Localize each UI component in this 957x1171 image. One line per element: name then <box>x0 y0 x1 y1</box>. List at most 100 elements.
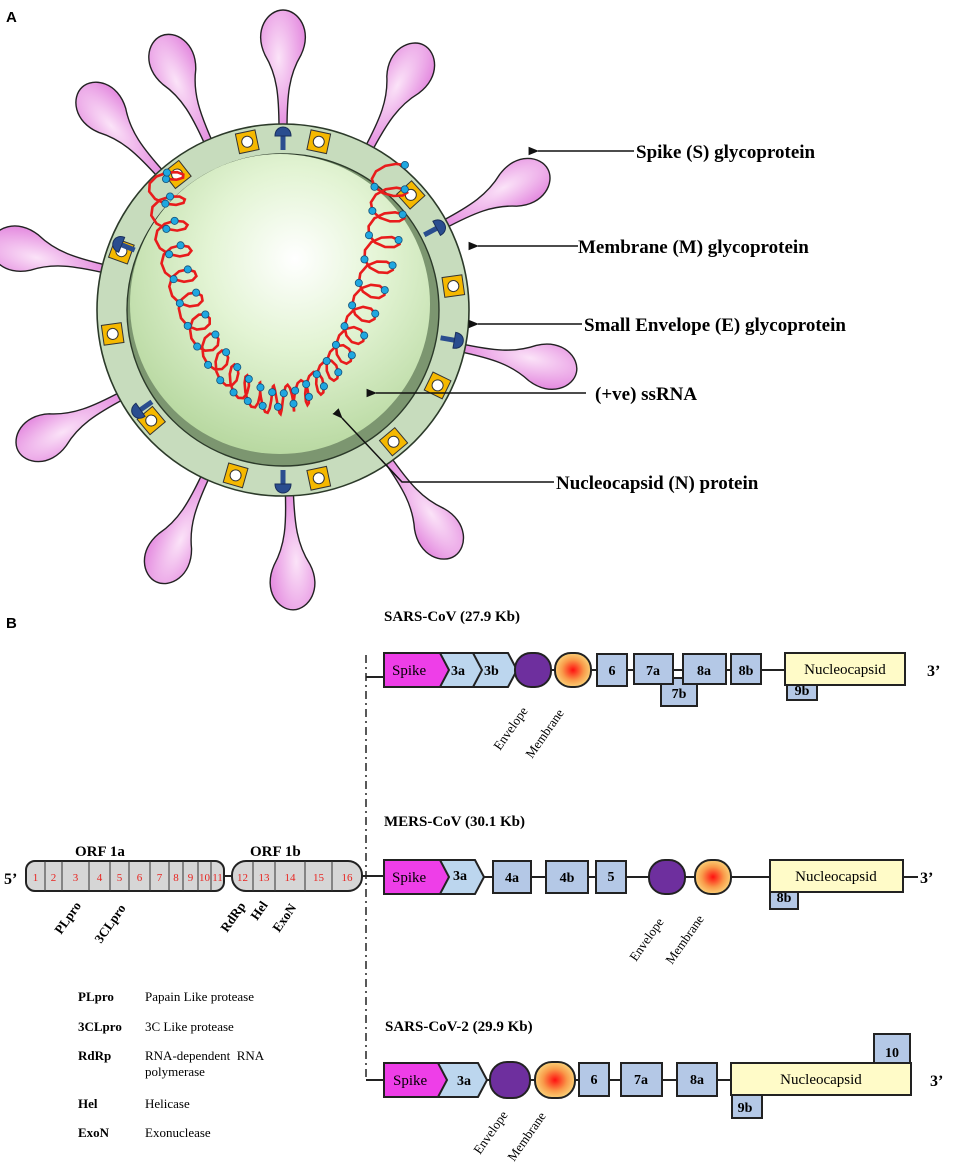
gene-label: 8b <box>777 891 792 906</box>
n-protein-bead-icon <box>322 357 331 366</box>
gene-label: 8b <box>739 664 754 679</box>
envelope-label: Envelope <box>626 915 667 964</box>
gene-label: Spike <box>392 663 427 679</box>
gene-label: 7b <box>672 687 687 702</box>
enzyme-label-hel: Hel <box>247 898 271 923</box>
n-protein-bead-icon <box>360 255 369 264</box>
gene-label: 8a <box>690 1073 704 1088</box>
n-protein-bead-icon <box>400 160 409 169</box>
three-prime-label: 3’ <box>930 1073 943 1090</box>
spike-icon <box>363 42 436 154</box>
gene-label: 8a <box>697 664 711 679</box>
virion-illustration <box>0 9 578 611</box>
legend-desc: Exonuclease <box>145 1125 211 1140</box>
gene-nucleocapsid <box>769 859 904 893</box>
callout-nucleocapsid: Nucleocapsid (N) protein <box>556 473 759 494</box>
membrane-protein-icon <box>378 426 409 457</box>
n-protein-bead-icon <box>175 299 184 308</box>
legend-desc: Helicase <box>145 1096 190 1111</box>
n-protein-bead-icon <box>170 216 179 225</box>
gene-membrane <box>694 859 732 895</box>
spike-icon <box>269 489 316 611</box>
n-protein-bead-icon <box>368 206 377 215</box>
n-protein-bead-icon <box>204 360 213 369</box>
gene-4b <box>545 860 589 894</box>
e-protein-icon <box>440 331 464 349</box>
gene-label: 3a <box>457 1074 471 1089</box>
membrane-protein-icon <box>222 462 249 489</box>
n-protein-bead-icon <box>256 383 265 392</box>
callout-ssrna: (+ve) ssRNA <box>595 384 697 405</box>
genome-title: MERS-CoV (30.1 Kb) <box>384 814 525 830</box>
spike-icon <box>148 33 215 149</box>
backbone-gap <box>906 662 926 678</box>
n-protein-bead-icon <box>289 399 298 408</box>
membrane-label: Membrane <box>504 1109 549 1164</box>
n-protein-bead-icon <box>319 382 328 391</box>
n-protein-bead-icon <box>370 182 379 191</box>
n-protein-bead-icon <box>360 331 369 340</box>
nsp-label: 16 <box>342 872 354 884</box>
abbreviation-legend: PLpro Papain Like protease 3CLpro 3C Lik… <box>78 989 265 1140</box>
gene-7a <box>633 653 674 685</box>
n-protein-bead-icon <box>354 278 363 287</box>
gene-4a <box>492 860 532 894</box>
gene-label: 4a <box>505 871 519 886</box>
legend-abbr: RdRp <box>78 1048 111 1063</box>
n-protein-bead-icon <box>244 375 253 384</box>
gene-nucleocapsid <box>730 1062 912 1096</box>
gene-label: Nucleocapsid <box>804 662 886 678</box>
n-protein-bead-icon <box>162 168 171 177</box>
gene-5 <box>595 860 627 894</box>
n-protein-bead-icon <box>169 275 178 284</box>
membrane-protein-icon <box>441 274 466 298</box>
gene-label: 6 <box>591 1073 598 1088</box>
gene-envelope <box>648 859 686 895</box>
callout-spike: Spike (S) glycoprotein <box>636 142 816 163</box>
e-protein-icon <box>131 399 154 419</box>
nsp-label: 7 <box>157 872 163 884</box>
enzyme-label-plpro: PLpro <box>51 899 84 937</box>
gene-label: 9b <box>738 1101 753 1116</box>
n-protein-bead-icon <box>334 368 343 377</box>
gene-label: 6 <box>609 664 616 679</box>
n-protein-bead-icon <box>183 321 192 330</box>
legend-abbr: PLpro <box>78 989 114 1004</box>
gene-label: 7a <box>646 664 660 679</box>
n-protein-bead-icon <box>348 301 357 310</box>
n-protein-bead-icon <box>398 210 407 219</box>
gene-label: Spike <box>393 1073 428 1089</box>
nsp-label: 11 <box>212 872 223 884</box>
genome-mers-cov: MERS-CoV (30.1 Kb) Spike 3a 4a 4b 5 Enve… <box>383 814 933 967</box>
legend-desc: Papain Like protease <box>145 989 254 1004</box>
n-protein-bead-icon <box>371 309 380 318</box>
n-protein-bead-icon <box>211 330 220 339</box>
membrane-protein-icon <box>423 371 452 400</box>
nsp-label: 2 <box>51 872 57 884</box>
nsp-label: 5 <box>117 872 123 884</box>
n-protein-bead-icon <box>222 348 231 357</box>
legend-desc: RNA-dependent RNA <box>145 1048 265 1063</box>
nsp-label: 6 <box>137 872 143 884</box>
gene-label: 3a <box>453 869 467 884</box>
nsp-label: 8 <box>173 872 179 884</box>
gene-membrane <box>534 1061 576 1099</box>
gene-label: 7a <box>634 1073 648 1088</box>
n-protein-bead-icon <box>229 388 238 397</box>
n-protein-bead-icon <box>340 322 349 331</box>
nsp-label: 10 <box>199 872 211 884</box>
callout-lines <box>332 146 634 483</box>
gene-label: Nucleocapsid <box>780 1072 862 1088</box>
nsp-label: 15 <box>313 872 325 884</box>
n-protein-bead-icon <box>192 288 201 297</box>
n-protein-bead-icon <box>268 388 277 397</box>
callout-envelope: Small Envelope (E) glycoprotein <box>584 315 846 336</box>
gene-3a <box>438 859 486 895</box>
gene-3b <box>471 652 519 688</box>
e-protein-icon <box>112 236 136 253</box>
n-protein-bead-icon <box>165 250 174 259</box>
callout-membrane: Membrane (M) glycoprotein <box>578 237 809 258</box>
genome-sars-cov: SARS-CoV (27.9 Kb) Spike 3a 3b Envelope … <box>383 609 940 761</box>
